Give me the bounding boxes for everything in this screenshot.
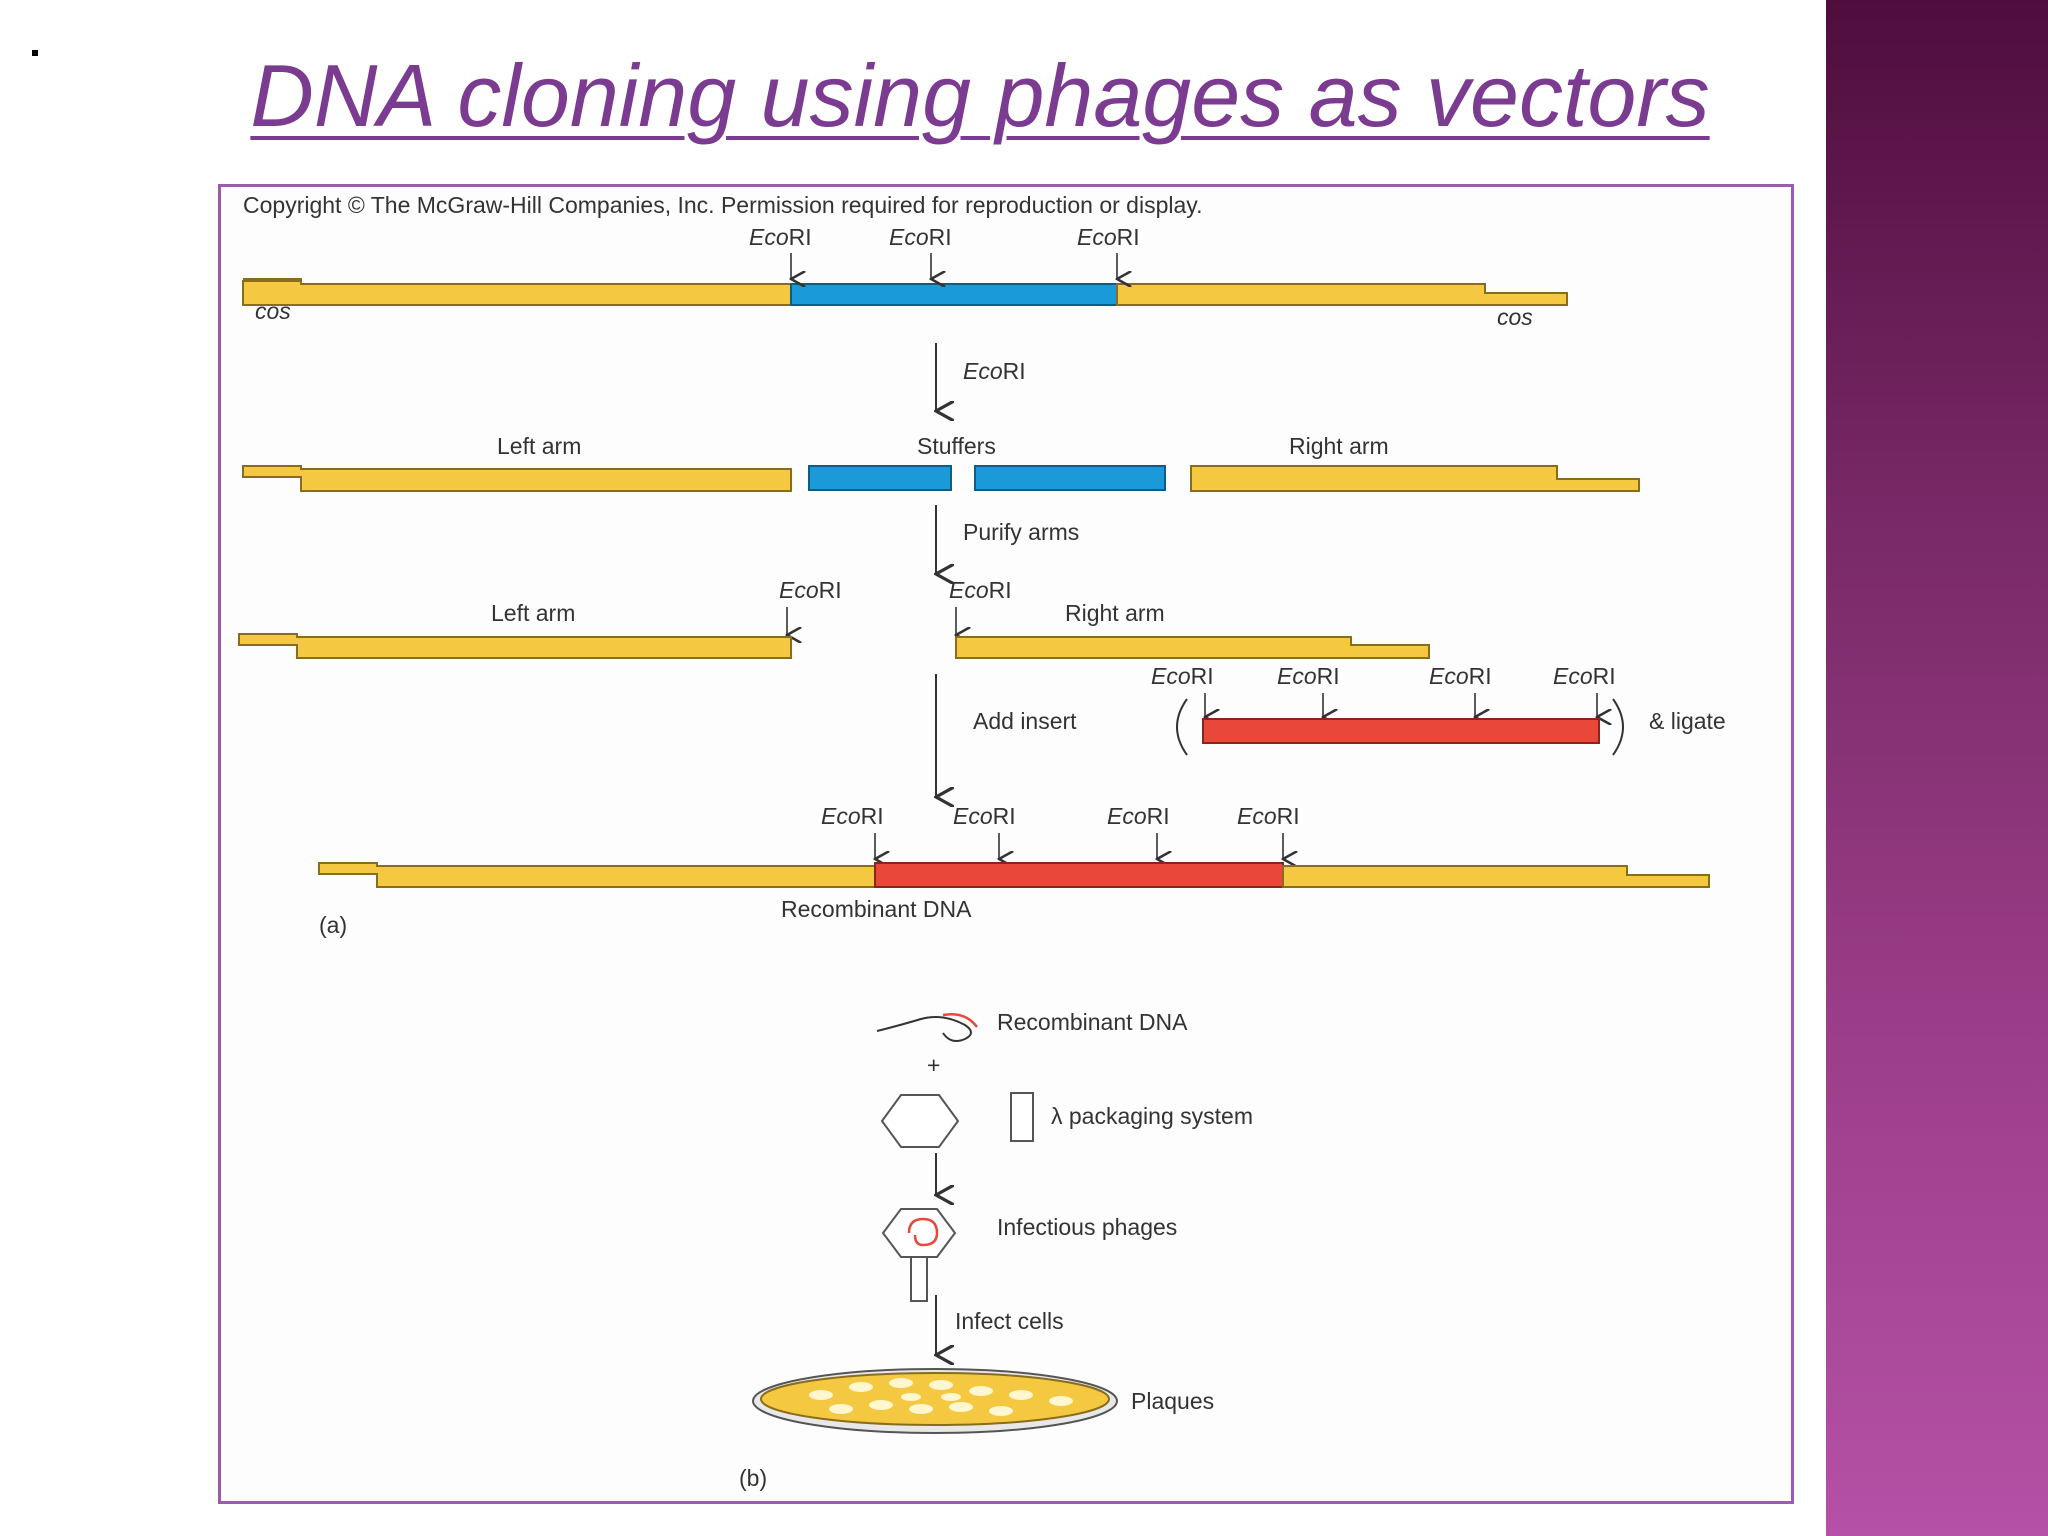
petri-dish-icon bbox=[752, 1368, 1118, 1434]
vector-right-arm bbox=[1116, 283, 1568, 306]
ecori-site-label: EcoRI bbox=[1277, 663, 1340, 689]
stuffer-fragment bbox=[974, 465, 1166, 491]
vector-left-arm bbox=[242, 280, 792, 306]
insert-left-paren bbox=[1176, 698, 1188, 756]
recombinant-dna-label: Recombinant DNA bbox=[781, 896, 972, 922]
ecori-site-label: EcoRI bbox=[1429, 663, 1492, 689]
figure-frame bbox=[218, 184, 1794, 1504]
ecori-site-label: EcoRI bbox=[749, 224, 812, 250]
step-label-add-insert: Add insert bbox=[973, 708, 1077, 734]
step-label-ligate: & ligate bbox=[1649, 708, 1726, 734]
right-arm-fragment bbox=[1190, 465, 1640, 492]
recombinant-insert bbox=[874, 862, 1284, 888]
recombinant-dna-label-b: Recombinant DNA bbox=[997, 1009, 1188, 1035]
bullet-dot bbox=[32, 50, 38, 56]
recombinant-dna-strand-icon bbox=[876, 1016, 972, 1042]
right-arm-label: Right arm bbox=[1065, 600, 1165, 626]
panel-b-label: (b) bbox=[739, 1465, 767, 1491]
recombinant-left-arm bbox=[318, 862, 876, 888]
lambda-vector bbox=[242, 278, 1568, 306]
plaques-label: Plaques bbox=[1131, 1388, 1214, 1414]
svg-text:EcoRI: EcoRI bbox=[749, 224, 812, 250]
ecori-site-label: EcoRI bbox=[1553, 663, 1616, 689]
ecori-site-label: EcoRI bbox=[779, 577, 842, 603]
recombinant-right-arm bbox=[1282, 865, 1710, 888]
ecori-site-label: EcoRI bbox=[953, 803, 1016, 829]
stuffers-label: Stuffers bbox=[917, 433, 996, 459]
left-arm-fragment bbox=[242, 465, 792, 492]
vector-left-arm-overhang bbox=[243, 278, 302, 284]
ecori-site-label: EcoRI bbox=[1237, 803, 1300, 829]
left-arm-label: Left arm bbox=[497, 433, 581, 459]
step-label-purify: Purify arms bbox=[963, 519, 1079, 545]
copyright-text: Copyright © The McGraw-Hill Companies, I… bbox=[243, 192, 1202, 218]
phage-tail-icon bbox=[1010, 1092, 1034, 1142]
svg-text:EcoRI: EcoRI bbox=[889, 224, 952, 250]
step-label-ecori: EcoRI bbox=[963, 358, 1026, 384]
ecori-site-label: EcoRI bbox=[1151, 663, 1214, 689]
lambda-packaging-label: λ packaging system bbox=[1051, 1103, 1253, 1129]
infectious-phages-label: Infectious phages bbox=[997, 1214, 1177, 1240]
ecori-site-label: EcoRI bbox=[1107, 803, 1170, 829]
purified-left-arm bbox=[238, 633, 792, 659]
cos-label-right: cos bbox=[1497, 304, 1533, 330]
infect-cells-label: Infect cells bbox=[955, 1308, 1064, 1334]
left-arm-label: Left arm bbox=[491, 600, 575, 626]
svg-text:EcoRI: EcoRI bbox=[1077, 224, 1140, 250]
phage-tail-icon bbox=[910, 1256, 928, 1302]
dna-insert bbox=[1202, 718, 1600, 744]
recombinant-dna-insert-icon bbox=[942, 1013, 978, 1028]
ecori-site-label: EcoRI bbox=[949, 577, 1012, 603]
cos-label-left: cos bbox=[255, 298, 291, 324]
packaged-dna-icon bbox=[907, 1217, 939, 1247]
infectious-phage-icon bbox=[881, 1208, 957, 1258]
ecori-site-label: EcoRI bbox=[1077, 224, 1140, 250]
plus-sign: + bbox=[927, 1052, 940, 1078]
cloning-diagram: Copyright © The McGraw-Hill Companies, I… bbox=[238, 192, 1726, 1491]
stuffer-fragment bbox=[808, 465, 952, 491]
insert-right-paren bbox=[1612, 698, 1624, 756]
decorative-side-band bbox=[1826, 0, 2048, 1536]
purified-right-arm bbox=[955, 636, 1430, 659]
phage-head-icon bbox=[880, 1094, 960, 1148]
right-arm-label: Right arm bbox=[1289, 433, 1389, 459]
ecori-site-label: EcoRI bbox=[889, 224, 952, 250]
panel-a-label: (a) bbox=[319, 912, 347, 938]
slide-title: DNA cloning using phages as vectors bbox=[250, 46, 1710, 145]
ecori-site-label: EcoRI bbox=[821, 803, 884, 829]
vector-stuffer-region bbox=[790, 283, 1118, 306]
